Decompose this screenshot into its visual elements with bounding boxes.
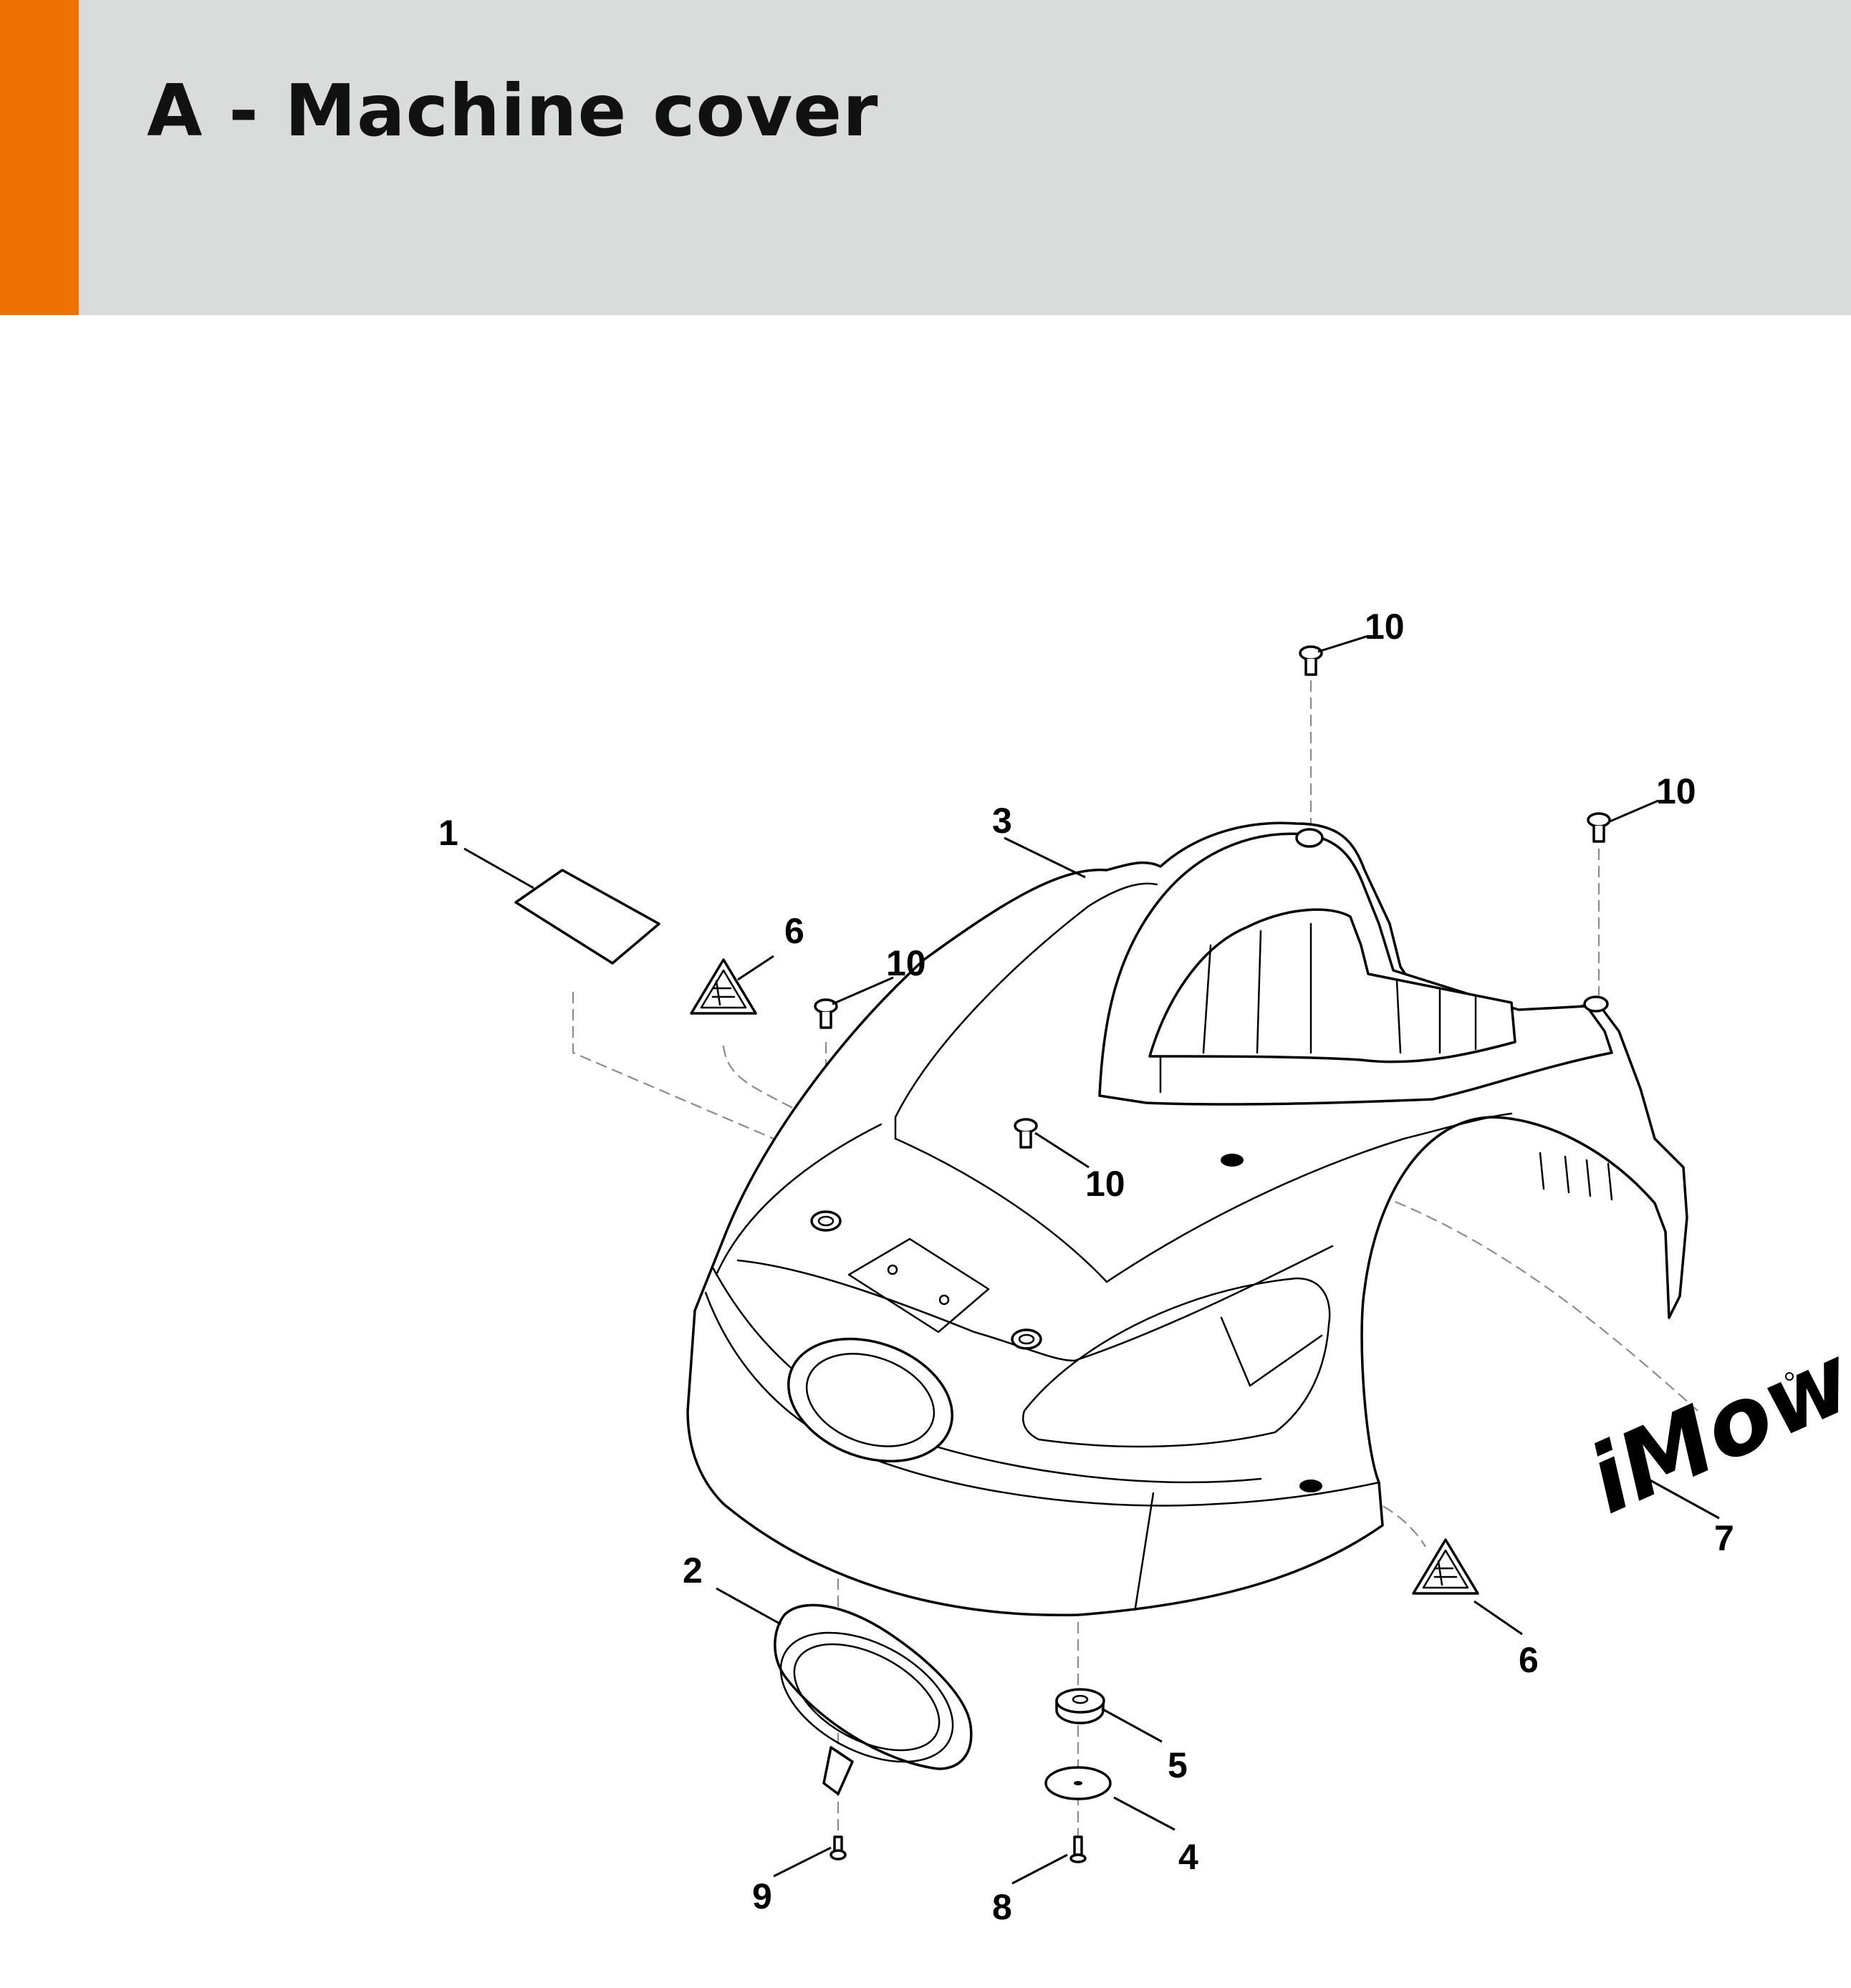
screw-boss-top (1295, 828, 1324, 848)
hood-panel-lower-edge (894, 1137, 1108, 1283)
part-8-screw (1069, 1835, 1087, 1863)
header-accent-bar (0, 0, 79, 315)
intake-divider (1249, 1334, 1323, 1387)
cover-corner-line (1134, 1492, 1155, 1609)
part-10-screw-top (1299, 645, 1323, 676)
callout-part-2: 2 (683, 1550, 703, 1591)
page-title: A - Machine cover (147, 69, 879, 153)
part-10-screw-right (1587, 812, 1611, 843)
registered-mark-icon (1785, 1372, 1794, 1381)
placement-mark-logo (1221, 1154, 1244, 1167)
part-6-warning-sticker-bottom (1412, 1538, 1479, 1595)
part-2-headlight-lens (774, 1603, 973, 1795)
callout-part-3: 3 (992, 801, 1012, 841)
callout-part-7: 7 (1714, 1518, 1734, 1558)
callout-part-1: 1 (438, 813, 458, 853)
hood-side-ridge (1073, 1245, 1334, 1362)
callout-part-10-left: 10 (886, 943, 926, 983)
screw-boss-center (1011, 1328, 1042, 1350)
placement-mark-warning (1299, 1480, 1322, 1492)
callout-part-10-top: 10 (1365, 607, 1405, 647)
part-6-warning-sticker-top (690, 958, 757, 1015)
callout-part-8: 8 (992, 1887, 1012, 1927)
handle-rib (1256, 930, 1262, 1054)
callout-part-5: 5 (1168, 1745, 1188, 1785)
hood-panel-right-edge (1105, 1112, 1513, 1283)
machine-cover (686, 821, 1688, 1617)
callout-numbers: 1 2 3 4 5 6 6 7 8 9 10 10 10 10 (438, 607, 1734, 1927)
intake-divider (1220, 1316, 1251, 1387)
screw-boss-left (810, 1210, 842, 1232)
handle-rib (1202, 944, 1212, 1054)
callout-part-6-top: 6 (784, 911, 804, 951)
side-intake-recess (1021, 1277, 1331, 1448)
part-1-label-plate (514, 869, 660, 965)
callout-part-6-bottom: 6 (1519, 1640, 1539, 1680)
screw-boss-right (1583, 995, 1609, 1013)
handle-rib (1395, 980, 1402, 1054)
leader-lines (463, 634, 1720, 1885)
cover-skirt-line (704, 1291, 1380, 1507)
callout-part-4: 4 (1178, 1837, 1198, 1877)
part-10-screw-center (1014, 1118, 1038, 1149)
part-7-imow-logo: iMow (1573, 1323, 1851, 1535)
header-background (0, 0, 1851, 315)
part-5-bumper (1055, 1688, 1105, 1724)
front-light-ring (787, 1337, 953, 1463)
part-9-screw (830, 1835, 847, 1861)
callout-part-9: 9 (752, 1876, 772, 1916)
part-4-washer (1044, 1766, 1112, 1800)
callout-part-10-right: 10 (1656, 771, 1696, 811)
callout-part-10-center: 10 (1085, 1164, 1125, 1204)
hood-crest-left (894, 882, 1158, 1119)
assembly-line-part-6-bottom (1317, 1485, 1426, 1548)
label-recess (847, 1237, 990, 1333)
hood-nose-edge (736, 1259, 1076, 1362)
part-10-screw-left (814, 998, 838, 1029)
hood-front-edge (715, 1123, 883, 1276)
